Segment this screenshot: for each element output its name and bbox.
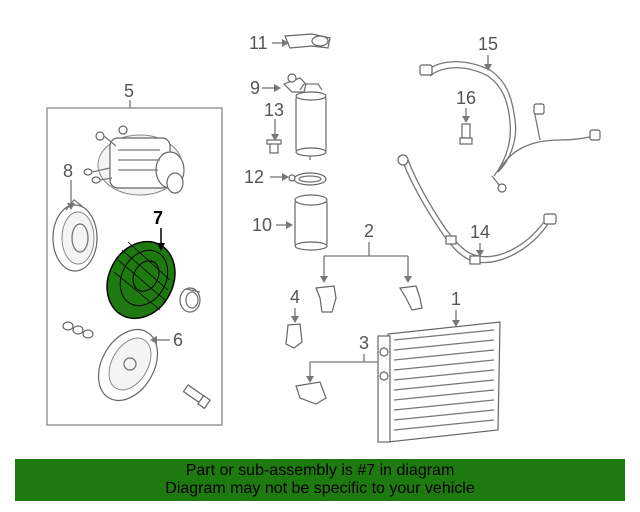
desiccant-part-10 (294, 194, 328, 251)
info-banner: Part or sub-assembly is #7 in diagram Di… (15, 459, 625, 501)
callout-15: 15 (478, 34, 498, 54)
clip-part-4 (285, 323, 303, 349)
bracket-part-3-left (295, 381, 327, 405)
callout-6: 6 (173, 330, 183, 350)
callout-5: 5 (124, 81, 134, 101)
callout-12: 12 (244, 167, 264, 187)
valve-part-13 (266, 139, 282, 154)
callout-16: 16 (456, 88, 476, 108)
callout-2: 2 (364, 221, 374, 241)
bracket-part-2-right (399, 285, 423, 311)
compressor (83, 125, 185, 196)
fitting-part-9 (282, 73, 307, 93)
switch-part-16 (459, 123, 473, 145)
callout-10: 10 (252, 215, 272, 235)
banner-line-2: Diagram may not be specific to your vehi… (165, 480, 475, 497)
hose-part-14 (397, 154, 557, 265)
callout-3: 3 (359, 333, 369, 353)
callout-7: 7 (153, 208, 163, 228)
bracket-part-11 (284, 33, 331, 49)
callout-1: 1 (451, 289, 461, 309)
callout-13: 13 (264, 100, 284, 120)
clutch-part-7 (106, 240, 176, 320)
hose-part-15 (419, 61, 601, 193)
shim-ring (179, 287, 201, 313)
callout-8: 8 (63, 161, 73, 181)
bolt (182, 384, 211, 410)
bracket-part-2-left (315, 285, 337, 313)
callout-11: 11 (249, 33, 268, 53)
callout-9: 9 (250, 78, 260, 98)
callout-14: 14 (470, 222, 490, 242)
condenser-part-1 (377, 321, 501, 443)
banner-line-1: Part or sub-assembly is #7 in diagram (185, 462, 455, 479)
washers (62, 321, 94, 339)
pulley-part-8 (52, 199, 98, 272)
receiver-drier (295, 83, 327, 160)
callout-4: 4 (290, 287, 300, 307)
clamp-part-12 (288, 172, 327, 186)
parts-diagram: 5 8 7 (46, 33, 601, 443)
plate-part-6 (97, 329, 159, 401)
